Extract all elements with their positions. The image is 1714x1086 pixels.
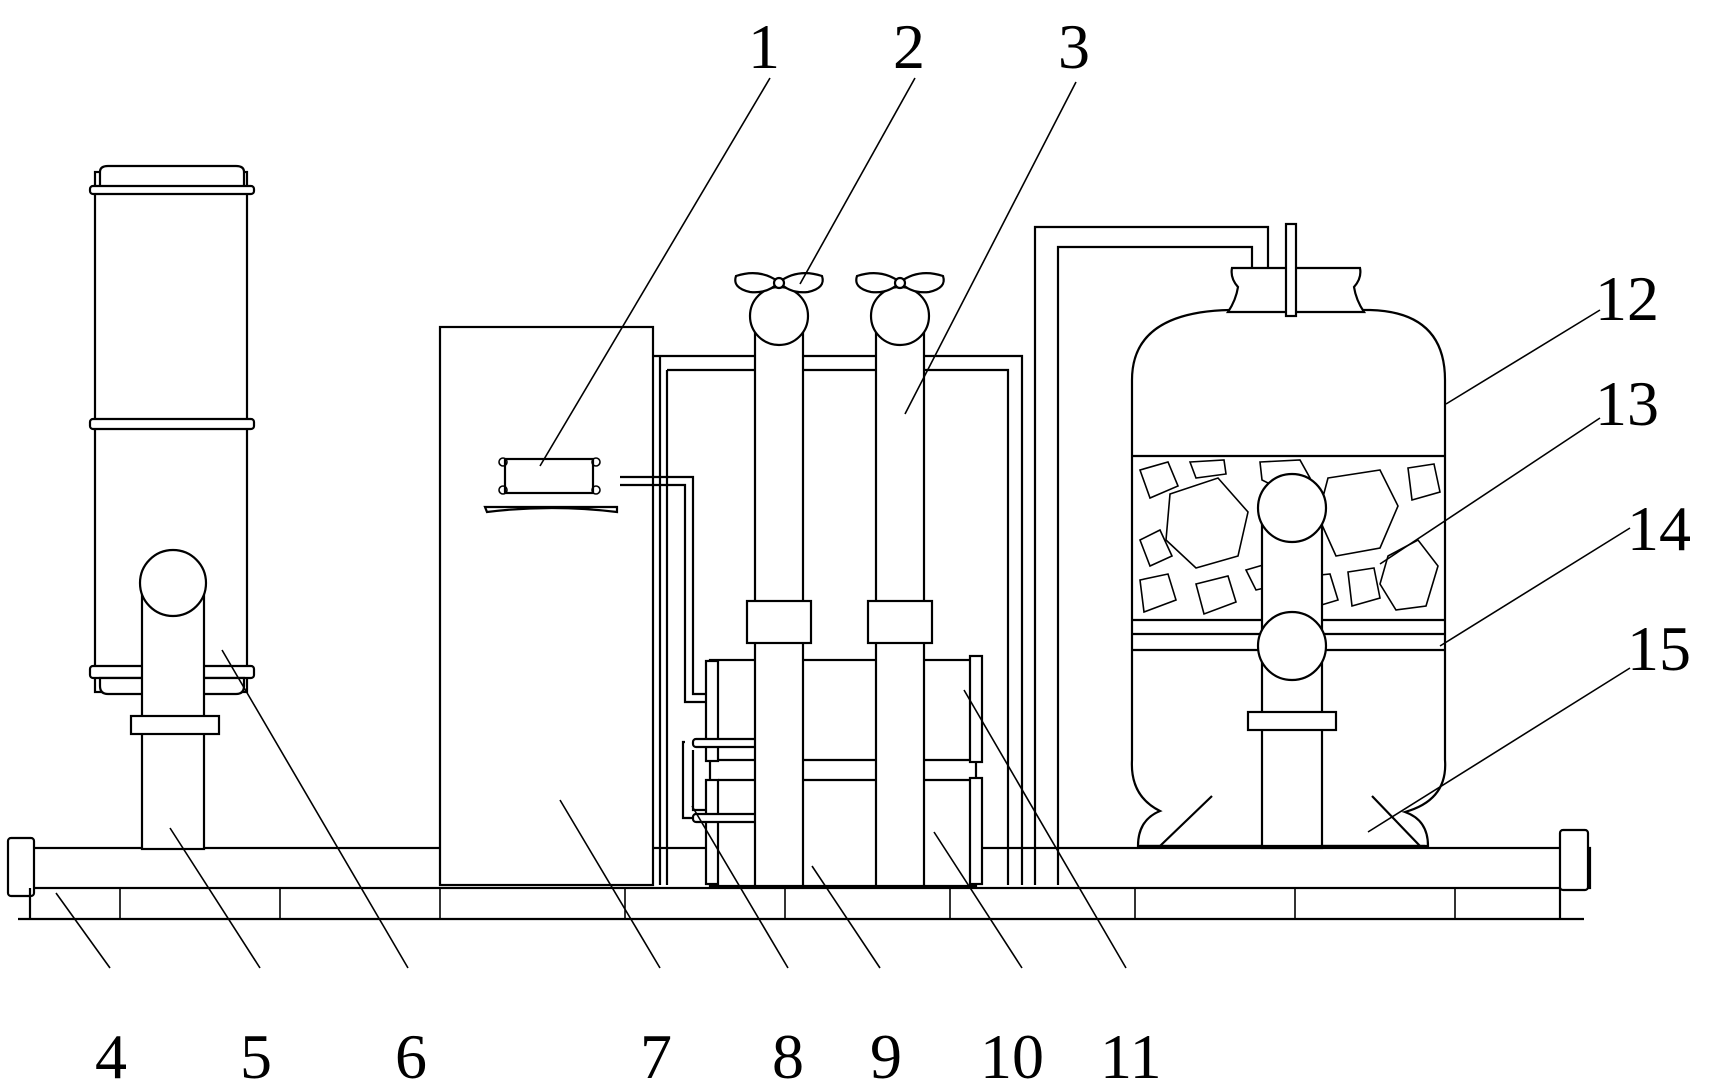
leader-lines: [55, 77, 1631, 969]
control-cabinet: [438, 325, 655, 887]
label-9: 9: [870, 1021, 902, 1086]
filter-internal-pipe: [1246, 472, 1338, 850]
left-riser-pipe: [129, 548, 221, 851]
column-right: [855, 271, 945, 888]
label-6: 6: [395, 1021, 427, 1086]
label-14: 14: [1627, 493, 1691, 564]
label-5: 5: [240, 1021, 272, 1086]
label-1: 1: [748, 11, 780, 82]
label-13: 13: [1595, 368, 1659, 439]
label-15: 15: [1627, 613, 1691, 684]
label-10: 10: [980, 1021, 1044, 1086]
filter-tank-support: [1140, 795, 1425, 848]
label-8: 8: [772, 1021, 804, 1086]
label-4: 4: [95, 1021, 127, 1086]
label-3: 3: [1058, 11, 1090, 82]
column-left: [734, 271, 824, 888]
label-12: 12: [1595, 263, 1659, 334]
lower-vessel: [691, 654, 984, 888]
label-11: 11: [1100, 1021, 1162, 1086]
label-2: 2: [893, 11, 925, 82]
filter-inlet-pipe: [1033, 225, 1270, 885]
label-7: 7: [640, 1021, 672, 1086]
label-group: 1 2 3 4 5 6 7 8 9 10 11 12 13 14 15: [95, 11, 1691, 1086]
